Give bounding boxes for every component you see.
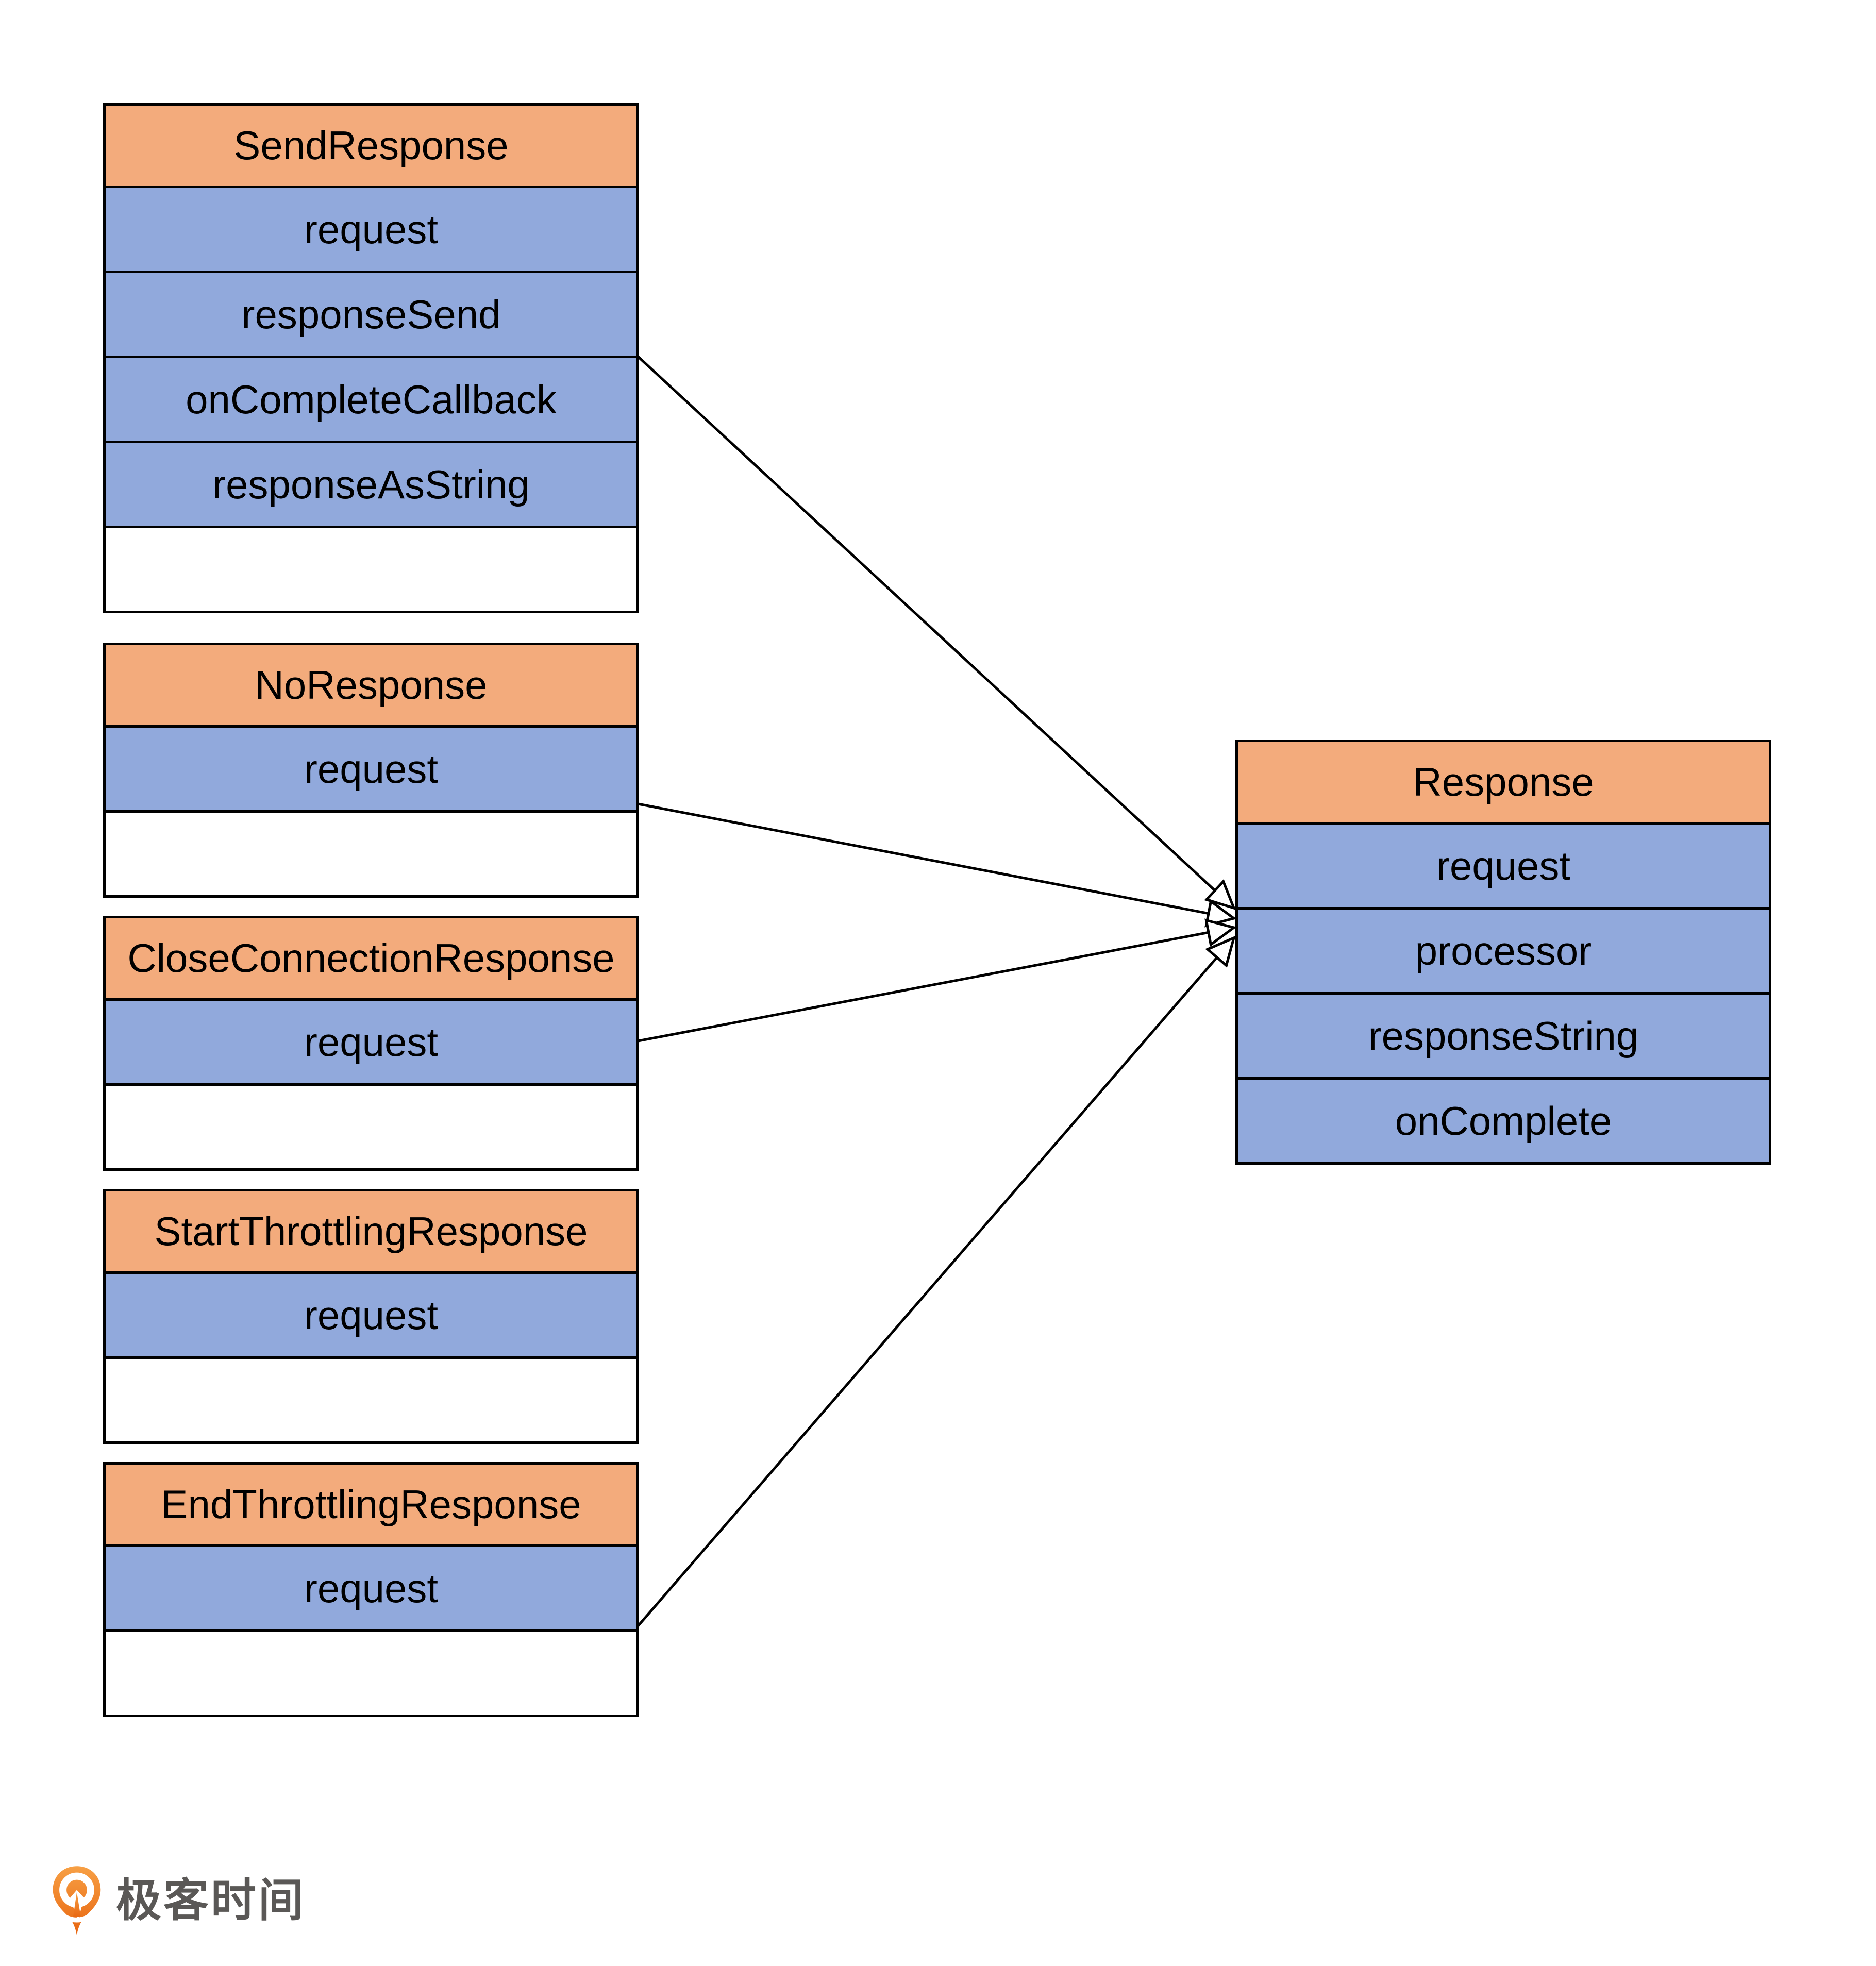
class-attribute: onComplete (1238, 1077, 1769, 1162)
empty-compartment (106, 526, 636, 611)
class-attribute: request (106, 186, 636, 271)
class-attribute: responseAsString (106, 441, 636, 526)
class-attribute: responseSend (106, 271, 636, 356)
class-attribute: responseString (1238, 992, 1769, 1077)
class-box-sendresponse: SendResponse request responseSend onComp… (103, 103, 639, 613)
geektime-logo: 极客时间 (49, 1864, 306, 1937)
class-attribute: onCompleteCallback (106, 356, 636, 441)
geektime-logo-icon (53, 1866, 101, 1935)
geektime-logo-text: 极客时间 (116, 1875, 306, 1926)
class-title: SendResponse (106, 106, 636, 186)
class-box-closeconnectionresponse: CloseConnectionResponse request (103, 916, 639, 1171)
class-attribute: request (106, 998, 636, 1083)
empty-compartment (106, 1083, 636, 1168)
class-box-response: Response request processor responseStrin… (1235, 740, 1771, 1165)
class-attribute: request (1238, 822, 1769, 907)
class-box-endthrottlingresponse: EndThrottlingResponse request (103, 1462, 639, 1717)
class-attribute: request (106, 1544, 636, 1629)
class-box-startthrottlingresponse: StartThrottlingResponse request (103, 1189, 639, 1444)
class-attribute: request (106, 725, 636, 810)
class-box-noresponse: NoResponse request (103, 643, 639, 898)
empty-compartment (106, 1356, 636, 1441)
class-title: NoResponse (106, 645, 636, 725)
inheritance-arrow-sendresponse (637, 356, 1236, 910)
empty-compartment (106, 1629, 636, 1715)
inheritance-arrow-endthrottlingresponse (637, 935, 1236, 1627)
class-attribute: processor (1238, 907, 1769, 992)
class-title: Response (1238, 742, 1769, 822)
class-attribute: request (106, 1271, 636, 1356)
inheritance-arrow-closeconnectionresponse (638, 918, 1237, 1043)
class-title: CloseConnectionResponse (106, 918, 636, 998)
class-title: StartThrottlingResponse (106, 1191, 636, 1271)
empty-compartment (106, 810, 636, 895)
inheritance-arrow-noresponse (638, 802, 1237, 928)
class-title: EndThrottlingResponse (106, 1465, 636, 1544)
